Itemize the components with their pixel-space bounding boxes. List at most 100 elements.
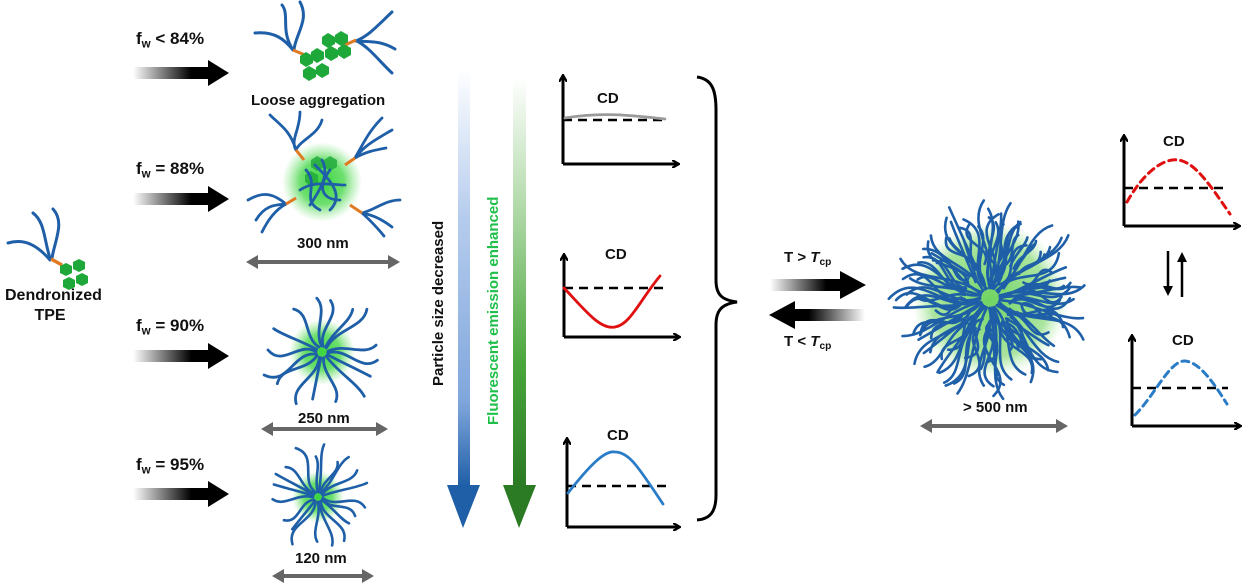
- condition-label-1: fw < 84%: [136, 29, 205, 51]
- cd-panel-large-heated: [1124, 136, 1239, 226]
- heating-condition-label: T > Tcp: [784, 249, 832, 269]
- polymer-chain: [997, 223, 1005, 264]
- label-line-2: TPE: [34, 307, 66, 324]
- polymer-chain: [942, 325, 975, 384]
- cd-curve: [563, 113, 667, 121]
- polymer-chain: [271, 495, 315, 504]
- cd-curve: [566, 450, 665, 506]
- polymer-chain: [1008, 307, 1061, 319]
- cd-curve: [1125, 158, 1232, 216]
- polymer-chain: [992, 305, 1027, 376]
- polymer-chain: [1023, 281, 1072, 291]
- polymer-chain: [1008, 297, 1062, 309]
- cd-title-2: CD: [605, 246, 627, 263]
- cd-curve: [562, 274, 662, 329]
- polymer-chain: [1012, 239, 1038, 270]
- polymer-chain: [936, 304, 986, 374]
- cd-panels-middle: [563, 76, 679, 527]
- scale-bar-300nm: [246, 255, 400, 269]
- polymer-chain: [319, 500, 346, 543]
- polymer-chain: [326, 343, 378, 353]
- polymer-chain: [887, 286, 982, 304]
- scale-bar-120nm: [272, 569, 374, 583]
- polymer-chain: [313, 500, 320, 543]
- particle-size-trend-arrow: [447, 68, 480, 528]
- polymer-chain: [321, 496, 367, 509]
- polymer-chain: [991, 306, 1013, 381]
- size-label-500nm: > 500 nm: [963, 399, 1028, 416]
- equilibrium-arrows: [1163, 251, 1187, 297]
- micelle-250nm-illustration: [262, 296, 379, 406]
- polymer-chain: [319, 460, 339, 494]
- size-label-300nm: 300 nm: [297, 235, 349, 252]
- polymer-chain: [275, 354, 319, 386]
- polymer-chain: [949, 220, 977, 284]
- condition-arrow-3: [133, 343, 229, 369]
- cd-curve: [1133, 359, 1229, 417]
- polymer-chain: [983, 328, 995, 388]
- polymer-chain: [1017, 253, 1046, 276]
- polymer-chain: [989, 328, 1006, 387]
- large-aggregate-illustration: [887, 199, 1086, 401]
- polymer-chain: [290, 500, 317, 546]
- polymer-chain: [292, 307, 321, 349]
- dendronized-tpe-molecule: [6, 207, 88, 290]
- polymer-chain: [320, 469, 359, 496]
- polymer-chain: [321, 299, 335, 348]
- aggregate-300nm-illustration: [246, 110, 402, 238]
- size-label-120nm: 120 nm: [295, 550, 347, 567]
- polymer-chain: [985, 221, 1000, 282]
- cd-title-3: CD: [607, 427, 629, 444]
- polymer-chain: [318, 500, 334, 547]
- polymer-chain: [999, 319, 1014, 352]
- polymer-chain: [324, 354, 366, 398]
- polymer-chain: [916, 275, 967, 290]
- size-label-250nm: 250 nm: [298, 410, 350, 427]
- polymer-chain: [321, 481, 369, 497]
- cd-title-5: CD: [1172, 332, 1194, 349]
- polymer-chain: [929, 234, 985, 292]
- polymer-chain: [934, 297, 968, 316]
- polymer-chain: [993, 222, 1022, 284]
- polymer-chain: [997, 300, 1085, 341]
- polymer-chain: [935, 259, 970, 282]
- fluorescence-trend-label: Fluorescent emission enhanced: [485, 196, 502, 425]
- curly-brace: [696, 75, 738, 522]
- polymer-chain: [919, 293, 967, 302]
- loose-aggregation-illustration: [253, 0, 397, 81]
- scale-bar-250nm: [261, 422, 388, 436]
- polymer-chain: [922, 319, 967, 355]
- condition-label-3: fw = 90%: [136, 316, 205, 338]
- polymer-chain: [324, 307, 369, 350]
- polymer-chain: [1005, 233, 1020, 266]
- polymer-chain: [1004, 317, 1050, 347]
- polymer-chain: [315, 296, 323, 348]
- polymer-chain: [326, 353, 372, 378]
- scale-bar-500nm: [920, 419, 1068, 433]
- polymer-chain: [320, 498, 351, 525]
- polymer-chain: [1022, 268, 1054, 286]
- polymer-chain: [962, 218, 989, 290]
- polymer-chain: [946, 314, 978, 352]
- cd-panels-right: [1124, 136, 1240, 426]
- polymer-chain: [963, 318, 984, 360]
- polymer-chain: [1023, 289, 1063, 304]
- condition-arrow-1: [133, 60, 229, 86]
- polymer-chain: [987, 216, 996, 264]
- condition-arrows: [133, 60, 229, 507]
- cooling-arrow: [769, 301, 865, 329]
- polymer-chain: [326, 350, 379, 365]
- polymer-chain: [282, 498, 316, 522]
- cd-title-4: CD: [1163, 133, 1185, 150]
- polymer-chain: [979, 320, 991, 371]
- polymer-chain: [1009, 236, 1029, 268]
- heating-arrow: [770, 271, 866, 299]
- polymer-chain: [291, 499, 317, 531]
- polymer-chain: [272, 483, 315, 497]
- polymer-chain: [272, 327, 318, 351]
- polymer-chain: [929, 308, 972, 340]
- micelle-120nm-illustration: [271, 443, 369, 547]
- cd-panel-250nm: [567, 439, 679, 527]
- cd-panel-loose: [563, 76, 678, 164]
